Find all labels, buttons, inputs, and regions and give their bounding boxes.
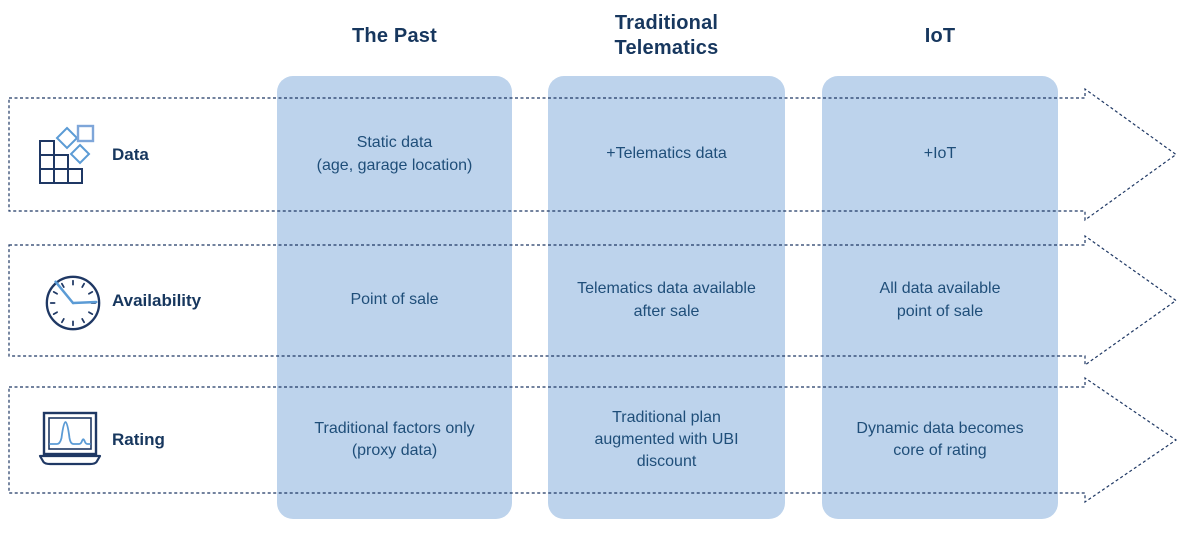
- row-label-availability: Availability: [112, 290, 202, 310]
- column-background-traditional-telematics: [548, 76, 785, 519]
- cell-rating-telematics: Traditional plan augmented with UBI disc…: [594, 408, 739, 471]
- row-label-data: Data: [112, 144, 149, 164]
- cell-data-iot: +IoT: [923, 145, 957, 163]
- cell-rating-iot: Dynamic data becomes core of rating: [856, 419, 1024, 459]
- cell-availability-iot: All data available point of sale: [879, 280, 1001, 320]
- cell-rating-past: Traditional factors only (proxy data): [314, 419, 475, 459]
- column-background-the-past: [277, 76, 512, 519]
- column-header-iot: IoT: [924, 24, 956, 47]
- laptop-chart-icon: [34, 410, 106, 475]
- cell-availability-past: Point of sale: [350, 291, 439, 309]
- column-background-iot: [822, 76, 1058, 519]
- arrow-row-rating: [8, 376, 1178, 504]
- row-label-rating: Rating: [112, 430, 165, 449]
- column-header-the-past: The Past: [352, 24, 437, 47]
- cell-data-past: Static data (age, garage location): [316, 134, 473, 174]
- clock-icon: [42, 272, 104, 339]
- cell-data-telematics: +Telematics data: [606, 145, 727, 163]
- data-grid-icon: [36, 118, 98, 191]
- arrow-row-availability: [8, 234, 1178, 367]
- cell-availability-telematics: Telematics data available after sale: [577, 280, 756, 320]
- column-header-traditional-telematics: Traditional Telematics: [614, 12, 719, 59]
